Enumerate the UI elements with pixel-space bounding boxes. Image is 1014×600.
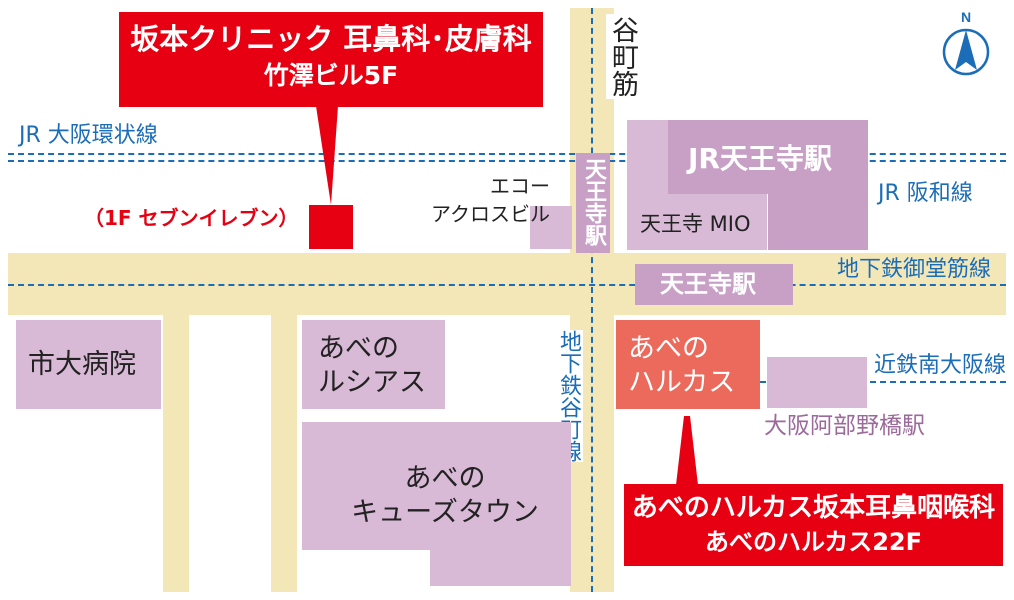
rail-midosuji-line	[8, 284, 1006, 286]
building-city-hospital[interactable]	[16, 320, 161, 409]
label-midosuji-line: 地下鉄御堂筋線	[837, 257, 992, 282]
compass-label: N	[961, 9, 971, 25]
label-jr-loop-line: JR 大阪環状線	[15, 122, 162, 150]
rail-kintetsu-line	[760, 381, 1006, 383]
station-subway-tennoji[interactable]	[635, 264, 793, 305]
rail-tanimachi-line	[591, 8, 593, 592]
compass-north-icon: N	[942, 9, 990, 76]
clinic-top-marker[interactable]	[309, 205, 353, 249]
label-kintetsu-line: 近鉄南大阪線	[870, 352, 1011, 380]
rail-jr-loop-line-2	[8, 160, 1006, 162]
building-abeno-qs-town-label: あべの キューズタウン	[351, 463, 539, 528]
building-abeno-lucias[interactable]	[302, 320, 445, 409]
building-city-hospital-label: 市大病院	[28, 349, 136, 380]
clinic-bottom-name: あべのハルカス坂本耳鼻咽喉科	[631, 493, 996, 523]
road-vertical-1	[163, 315, 189, 592]
building-echo-across-label: エコー アクロスビル	[431, 174, 550, 226]
building-echo-across[interactable]	[530, 206, 572, 249]
clinic-bottom-label[interactable]: あべのハルカス坂本耳鼻咽喉科 あべのハルカス22F	[624, 484, 1003, 566]
station-osaka-abenobashi-label: 大阪阿部野橋駅	[760, 412, 929, 440]
station-jr-tennoji-label: JR天王寺駅	[688, 142, 832, 175]
tanimachi-tennoji-station[interactable]	[576, 153, 610, 253]
clinic-top-name: 坂本クリニック 耳鼻科･皮膚科	[130, 22, 532, 56]
rail-jr-loop-line	[8, 153, 1006, 155]
station-subway-tennoji-label: 天王寺駅	[660, 270, 756, 298]
building-abeno-harukas[interactable]	[616, 320, 760, 409]
station-osaka-abenobashi[interactable]	[767, 357, 867, 408]
building-tennoji-mio-label: 天王寺 MIO	[640, 212, 751, 236]
label-tanimachi-suji: 谷町筋	[606, 14, 638, 99]
clinic-top-building: 竹澤ビル5F	[263, 61, 399, 90]
building-abeno-harukas-label: あべの ハルカス	[628, 333, 736, 398]
building-abeno-qs-town-ext	[430, 548, 571, 586]
station-jr-tennoji[interactable]	[668, 120, 868, 194]
building-abeno-qs-town[interactable]	[302, 422, 571, 550]
station-jr-tennoji-platform	[768, 194, 868, 250]
clinic-bottom-floor: あべのハルカス22F	[704, 528, 923, 556]
road-vertical-2	[271, 315, 297, 592]
building-abeno-lucias-label: あべの ルシアス	[318, 333, 426, 398]
tanimachi-tennoji-station-label: 天王寺駅	[581, 158, 606, 246]
label-jr-hanwa-line: JR 阪和線	[874, 180, 977, 208]
clinic-top-ground-floor: （1F セブンイレブン）	[84, 206, 299, 230]
clinic-top-label: 坂本クリニック 耳鼻科･皮膚科 竹澤ビル5F	[119, 12, 543, 107]
